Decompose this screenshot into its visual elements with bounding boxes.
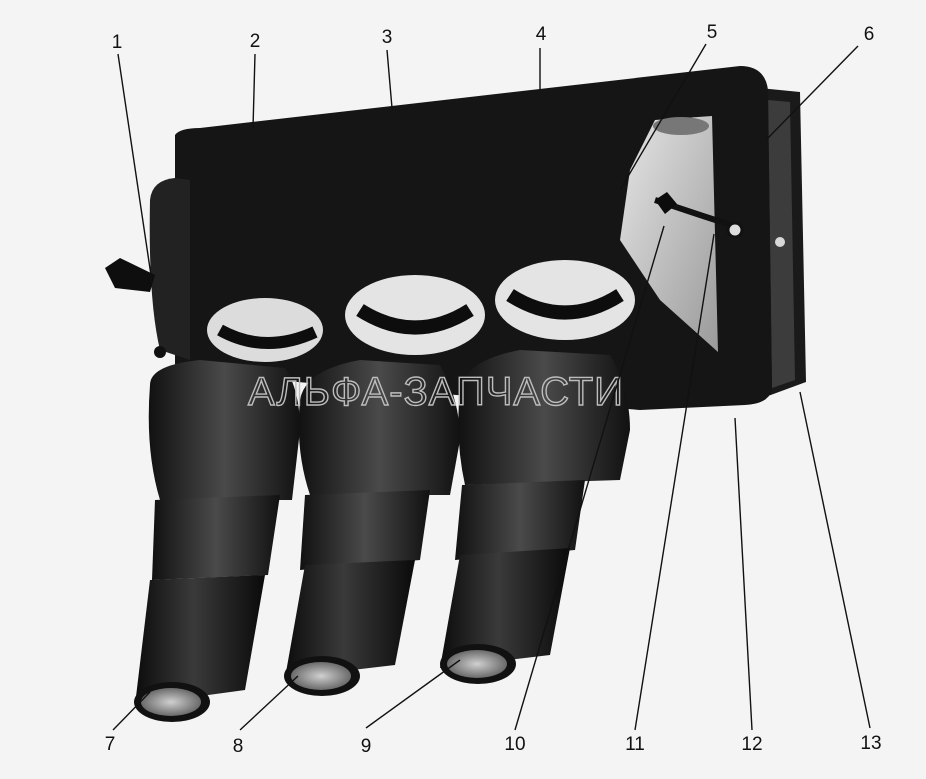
leader-10 xyxy=(514,225,665,731)
callout-7: 7 xyxy=(105,734,116,755)
callout-4: 4 xyxy=(536,24,547,45)
leader-2 xyxy=(252,53,256,129)
leader-12 xyxy=(734,417,753,731)
leader-5 xyxy=(619,43,707,191)
connector-middle xyxy=(284,360,460,696)
callout-6: 6 xyxy=(864,24,875,45)
callout-5: 5 xyxy=(707,22,718,43)
leader-8 xyxy=(239,675,299,731)
lamp-window xyxy=(620,116,744,352)
callout-2: 2 xyxy=(250,31,261,52)
socket-openings xyxy=(207,260,635,362)
callout-labels: 1 2 3 4 5 6 7 8 9 10 11 12 13 xyxy=(105,22,882,757)
callout-8: 8 xyxy=(233,736,244,757)
callout-9: 9 xyxy=(361,736,372,757)
callout-13: 13 xyxy=(860,733,881,754)
leader-3 xyxy=(386,49,393,109)
leader-7 xyxy=(112,691,151,731)
leader-1 xyxy=(117,53,153,283)
leader-6 xyxy=(765,45,859,141)
leader-9 xyxy=(365,659,461,729)
watermark-text: АЛЬФА-ЗАПЧАСТИ xyxy=(248,370,624,414)
connector-left xyxy=(134,360,300,722)
latch xyxy=(105,258,166,358)
callout-1: 1 xyxy=(112,32,123,53)
leader-11 xyxy=(634,233,715,731)
callout-12: 12 xyxy=(741,734,762,755)
callout-3: 3 xyxy=(382,27,393,48)
leader-13 xyxy=(799,391,871,729)
gasket-plate xyxy=(760,88,806,396)
callout-10: 10 xyxy=(504,734,525,755)
leader-lines xyxy=(112,43,871,731)
callout-11: 11 xyxy=(625,734,645,755)
connector-right xyxy=(440,350,630,684)
housing-body xyxy=(149,66,772,410)
